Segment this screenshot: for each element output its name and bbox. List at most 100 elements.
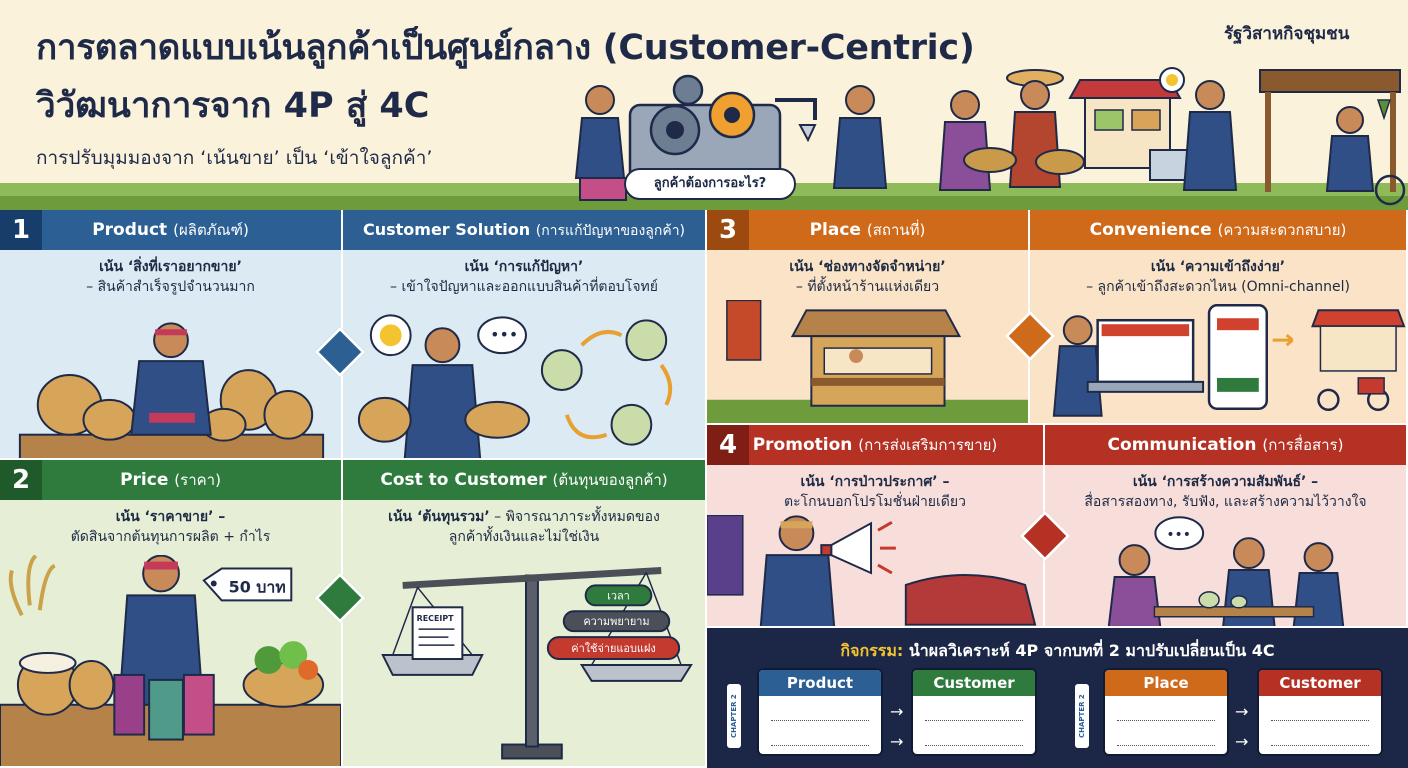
customer-solution-emphasis: เน้น ‘การแก้ปัญหา’ [464, 259, 584, 275]
blank-line[interactable] [925, 705, 1023, 721]
blank-line[interactable] [1271, 730, 1369, 746]
blank-line[interactable] [1117, 730, 1215, 746]
arrow-right-icon: → [1235, 702, 1249, 721]
villagers-group-icon [938, 69, 1085, 191]
woman-figure-icon [574, 85, 627, 201]
price-seller-illustration: 50 บาท [0, 555, 341, 766]
cost-title: Cost to Customer [380, 470, 547, 490]
step-number-2: 2 [0, 460, 42, 500]
place-emphasis: เน้น ‘ช่องทางจัดจำหน่าย’ [789, 259, 946, 275]
cost-to-customer-panel: Cost to Customer (ต้นทุนของลูกค้า) เน้น … [343, 460, 707, 768]
promotion-emphasis: เน้น ‘การป่าวประกาศ’ – [800, 474, 950, 490]
cost-detail-1: – พิจารณาภาระทั้งหมดของ [494, 509, 660, 525]
laptop-seller-icon [1149, 67, 1238, 191]
promotion-title-thai: (การส่งเสริมการขาย) [858, 436, 998, 454]
convenience-description: เน้น ‘ความเข้าถึงง่าย’ – ลูกค้าเข้าถึงสะ… [1030, 257, 1406, 297]
page-subtitle: การปรับมุมมองจาก ‘เน้นขาย’ เป็น ‘เข้าใจล… [36, 147, 433, 169]
weight-hidden-cost: ค่าใช้จ่ายแอบแฝง [571, 642, 655, 655]
price-emphasis: เน้น ‘ราคาขาย’ – [115, 509, 226, 525]
organization-name: รัฐวิสาหกิจชุมชน [1224, 24, 1350, 44]
card-header: Place [1105, 670, 1227, 696]
header-illustration [574, 67, 1406, 206]
place-detail: – ที่ตั้งหน้าร้านแห่งเดียว [795, 279, 940, 295]
customer-solution-description: เน้น ‘การแก้ปัญหา’ – เข้าใจปัญหาและออกแบ… [343, 257, 705, 297]
blank-line[interactable] [1117, 705, 1215, 721]
chapter-tag-left: CHAPTER 2 [727, 684, 741, 748]
price-detail: ตัดสินจากต้นทุนการผลิต + กำไร [70, 529, 271, 545]
price-tag-text: 50 บาท [229, 577, 286, 596]
blank-line[interactable] [925, 730, 1023, 746]
solution-illustration: ••• [357, 314, 673, 458]
step-number-1: 1 [0, 210, 42, 250]
promotion-description: เน้น ‘การป่าวประกาศ’ – ตะโกนบอกโปรโมชั่น… [707, 472, 1043, 512]
product-title-bar: Product (ผลิตภัณฑ์) [0, 210, 341, 250]
svg-text:•••: ••• [1166, 527, 1191, 543]
customer-solution-title-bar: Customer Solution (การแก้ปัญหาของลูกค้า) [343, 210, 705, 250]
balance-scale-illustration: RECEIPT เวลา ความพยายาม ค่าใช้จ่ายแอบแฝง [381, 567, 693, 760]
omni-channel-illustration [1052, 304, 1406, 417]
cost-description: เน้น ‘ต้นทุนรวม’ – พิจารณาภาระทั้งหมดของ… [343, 507, 705, 547]
card-header: Product [759, 670, 881, 696]
wooden-cart-icon [1259, 69, 1406, 206]
page-title-line-2: วิวัฒนาการจาก 4P สู่ 4C [36, 86, 430, 126]
price-title-bar: Price (ราคา) [0, 460, 341, 500]
place-worksheet-card[interactable]: Place [1103, 668, 1229, 756]
header-banner: การตลาดแบบเน้นลูกค้าเป็นศูนย์กลาง (Custo… [0, 0, 1408, 210]
weight-effort: ความพยายาม [583, 615, 649, 628]
customer-worksheet-card[interactable]: Customer [911, 668, 1037, 756]
convenience-title: Convenience [1089, 220, 1212, 240]
product-panel: Product (ผลิตภัณฑ์) 1 เน้น ‘สิ่งที่เราอย… [0, 210, 343, 460]
receipt-label: RECEIPT [417, 614, 455, 623]
place-title-thai: (สถานที่) [866, 221, 926, 239]
weight-time: เวลา [607, 589, 630, 602]
ground-strip-dark [0, 196, 1408, 210]
step-number-4: 4 [707, 425, 749, 465]
page-title-line-1: การตลาดแบบเน้นลูกค้าเป็นศูนย์กลาง (Custo… [36, 28, 975, 68]
product-worksheet-card[interactable]: Product [757, 668, 883, 756]
customer-solution-panel: Customer Solution (การแก้ปัญหาของลูกค้า)… [343, 210, 707, 460]
step-number-3: 3 [707, 210, 749, 250]
man-figure-icon [832, 85, 888, 189]
product-detail: – สินค้าสำเร็จรูปจำนวนมาก [86, 279, 255, 295]
place-panel: Place (สถานที่) 3 เน้น ‘ช่องทางจัดจำหน่า… [707, 210, 1030, 425]
communication-title: Communication [1107, 435, 1257, 455]
activity-text: นำผลวิเคราะห์ 4P จากบทที่ 2 มาปรับเปลี่ย… [908, 641, 1275, 660]
blank-line[interactable] [771, 705, 869, 721]
blank-line[interactable] [771, 730, 869, 746]
communication-detail: สื่อสารสองทาง, รับฟัง, และสร้างความไว้วา… [1084, 494, 1367, 510]
communication-title-bar: Communication (การสื่อสาร) [1045, 425, 1406, 465]
customer-solution-detail: – เข้าใจปัญหาและออกแบบสินค้าที่ตอบโจทย์ [390, 279, 658, 295]
customer-solution-title: Customer Solution [362, 220, 531, 239]
arrow-right-icon: → [890, 732, 904, 751]
product-title-thai: (ผลิตภัณฑ์) [173, 221, 249, 239]
customer-solution-title-thai: (การแก้ปัญหาของลูกค้า) [535, 223, 686, 239]
promotion-title: Promotion [752, 435, 853, 455]
blank-line[interactable] [1271, 705, 1369, 721]
convenience-detail: – ลูกค้าเข้าถึงสะดวกไหน (Omni-channel) [1086, 279, 1350, 295]
price-title-thai: (ราคา) [174, 471, 221, 489]
convenience-title-bar: Convenience (ความสะดวกสบาย) [1030, 210, 1406, 250]
place-title: Place [809, 220, 861, 240]
card-header: Customer [913, 670, 1035, 696]
megaphone-seller-illustration [707, 515, 1037, 626]
promotion-detail: ตะโกนบอกโปรโมชั่นฝ่ายเดียว [784, 494, 966, 510]
place-title-bar: Place (สถานที่) [707, 210, 1028, 250]
promotion-title-bar: Promotion (การส่งเสริมการขาย) [707, 425, 1043, 465]
product-description: เน้น ‘สิ่งที่เราอยากขาย’ – สินค้าสำเร็จร… [0, 257, 341, 297]
place-description: เน้น ‘ช่องทางจัดจำหน่าย’ – ที่ตั้งหน้าร้… [707, 257, 1028, 297]
card-header: Customer [1259, 670, 1381, 696]
product-emphasis: เน้น ‘สิ่งที่เราอยากขาย’ [99, 259, 242, 275]
customer-worksheet-card-2[interactable]: Customer [1257, 668, 1383, 756]
question-speech-bubble: ลูกค้าต้องการอะไร? [624, 168, 796, 200]
convenience-emphasis: เน้น ‘ความเข้าถึงง่าย’ [1150, 259, 1286, 275]
cost-emphasis: เน้น ‘ต้นทุนรวม’ [388, 509, 490, 525]
market-stall-icon [1068, 79, 1182, 169]
communication-title-thai: (การสื่อสาร) [1262, 436, 1344, 454]
arrow-right-icon: → [1235, 732, 1249, 751]
communication-panel: Communication (การสื่อสาร) เน้น ‘การสร้า… [1045, 425, 1408, 628]
communication-emphasis: เน้น ‘การสร้างความสัมพันธ์’ – [1132, 474, 1319, 490]
convenience-title-thai: (ความสะดวกสบาย) [1217, 221, 1347, 239]
activity-title: กิจกรรม: นำผลวิเคราะห์ 4P จากบทที่ 2 มาป… [707, 639, 1408, 664]
baskets-seller-illustration [18, 322, 325, 458]
promotion-panel: Promotion (การส่งเสริมการขาย) 4 เน้น ‘กา… [707, 425, 1045, 628]
